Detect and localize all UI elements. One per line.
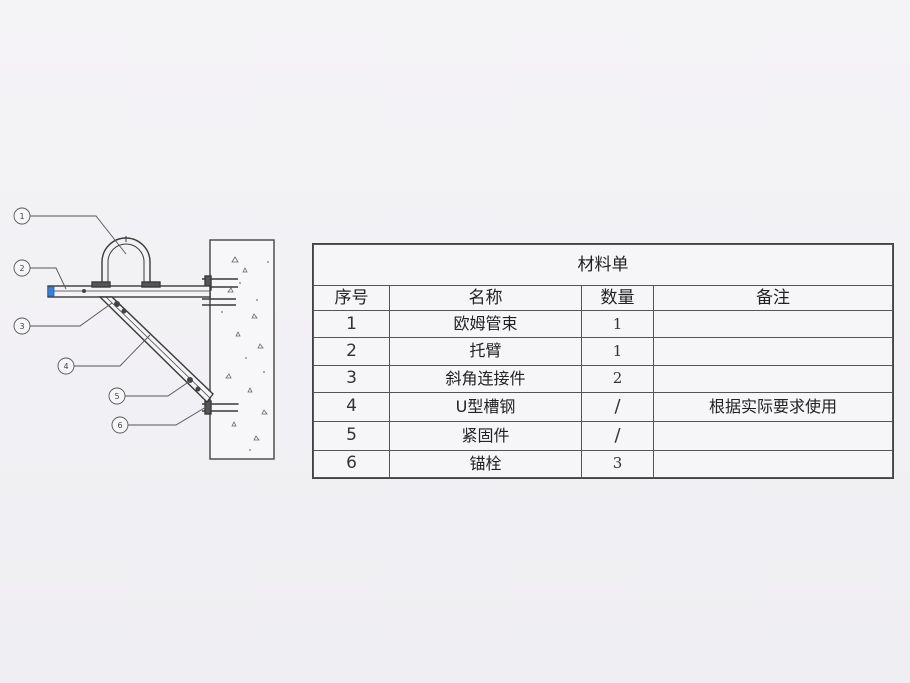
anchor-bolts [202,275,238,415]
row-remark [653,364,893,393]
table-row: 2 托臂 1 [313,337,893,366]
row-remark [653,309,893,339]
table-row: 4 U型槽钢 / 根据实际要求使用 [313,391,893,422]
row-qty: / [581,420,654,451]
table-row: 5 紧固件 / [313,420,893,451]
row-seq: 6 [313,449,390,479]
callout-label: 6 [117,421,122,430]
omega-pipe-clamp [91,236,161,288]
row-remark: 根据实际要求使用 [653,391,893,422]
callout-6: 6 [111,416,129,434]
bom-header-row: 序号 名称 数量 备注 [313,285,893,311]
callout-4: 4 [57,357,75,375]
row-remark [653,420,893,451]
diagonal-brace [98,296,214,404]
row-seq: 3 [313,364,390,393]
leader-lines [30,215,207,426]
bom-table: 材料单 序号 名称 数量 备注 1 欧姆管束 1 2 托臂 1 3 斜角连接件 … [313,244,893,479]
header-qty: 数量 [581,285,654,311]
table-row: 6 锚栓 3 [313,449,893,479]
row-seq: 2 [313,337,390,366]
callout-balloons: 1 2 3 4 5 6 [13,207,129,434]
callout-3: 3 [13,317,31,335]
table-row: 3 斜角连接件 2 [313,364,893,393]
row-qty: / [581,391,654,422]
support-arm [47,285,211,298]
row-name: 欧姆管束 [389,309,582,339]
callout-label: 5 [114,392,119,401]
callout-label: 4 [63,362,68,371]
callout-5: 5 [108,387,126,405]
row-qty: 2 [581,364,654,393]
bom-title: 材料单 [313,244,893,286]
header-remark: 备注 [653,285,893,311]
row-remark [653,449,893,479]
row-name: U型槽钢 [389,391,582,422]
concrete-wall [209,239,275,460]
callout-2: 2 [13,259,31,277]
bill-of-materials: 材料单 序号 名称 数量 备注 1 欧姆管束 1 2 托臂 1 3 斜角连接件 … [312,243,894,479]
row-remark [653,337,893,366]
callout-label: 3 [19,322,24,331]
row-seq: 5 [313,420,390,451]
callout-label: 1 [19,212,24,221]
table-row: 1 欧姆管束 1 [313,309,893,339]
header-seq: 序号 [313,285,390,311]
row-name: 托臂 [389,337,582,366]
row-qty: 1 [581,309,654,339]
row-qty: 1 [581,337,654,366]
row-name: 斜角连接件 [389,364,582,393]
header-name: 名称 [389,285,582,311]
row-seq: 1 [313,309,390,339]
row-seq: 4 [313,391,390,422]
row-name: 锚栓 [389,449,582,479]
callout-label: 2 [19,264,24,273]
row-qty: 3 [581,449,654,479]
row-name: 紧固件 [389,420,582,451]
callout-1: 1 [13,207,31,225]
